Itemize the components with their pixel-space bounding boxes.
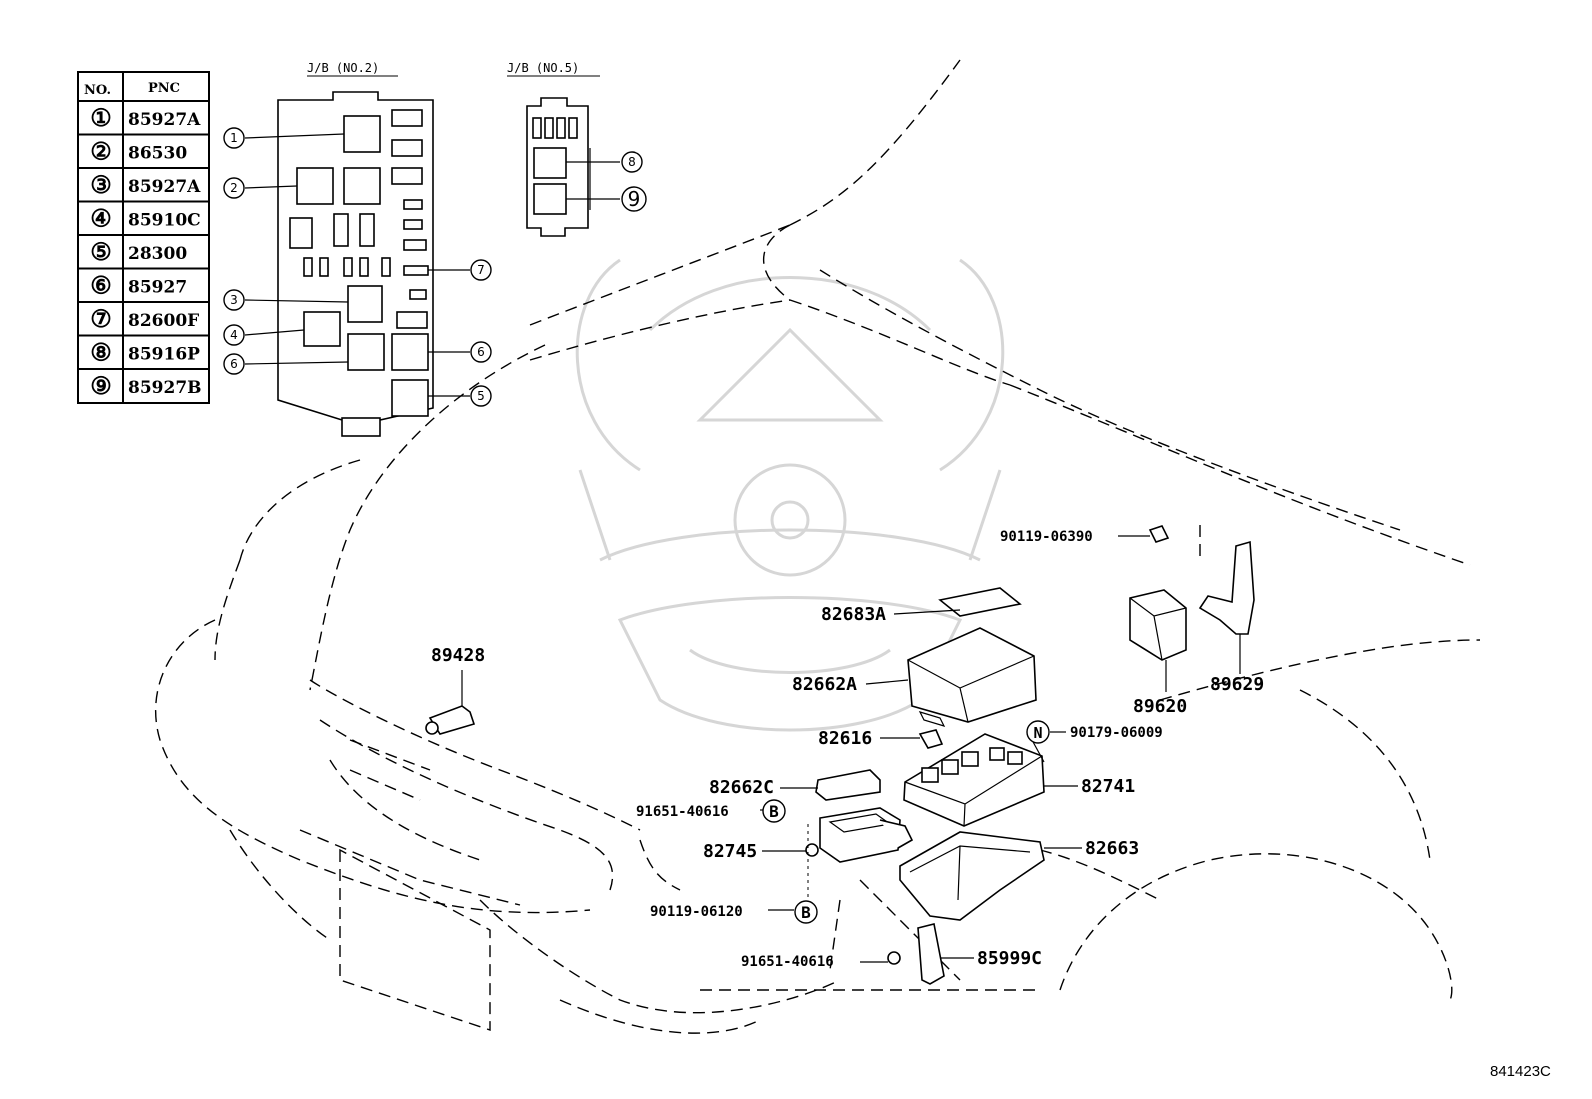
jb2-title: J/B (NO.2): [307, 61, 379, 75]
label-89620: 89620: [1133, 696, 1187, 717]
table-header-pnc: PNC: [148, 81, 180, 96]
table-row-no: ⑦: [90, 304, 112, 333]
legend-table: NO. PNC ① 85927A ② 86530 ③ 85927A ④ 85910C ⑤ 2830…: [77, 71, 210, 404]
part-85999C-bracket: [860, 923, 974, 985]
part-82662A-cover: [865, 627, 1037, 727]
callout-number: 5: [477, 389, 485, 403]
junction-block-5: J/B (NO.5): [507, 61, 620, 237]
table-row-no: ⑤: [90, 237, 112, 266]
junction-block-2: J/B (NO.2): [223, 61, 647, 437]
part-82662C-small-cover: [780, 769, 881, 801]
callout-number: 4: [230, 328, 238, 342]
table-row-no: ④: [90, 204, 112, 233]
label-85999C: 85999C: [977, 948, 1042, 969]
part-82683A-label-sheet: [893, 587, 1022, 617]
label-89428: 89428: [431, 645, 485, 666]
marker-b-top: B: [769, 802, 779, 821]
label-82662A: 82662A: [792, 674, 857, 695]
callout-number: 6: [230, 357, 238, 371]
callout-number: 3: [230, 293, 238, 307]
table-row-pnc: 85927B: [128, 378, 202, 398]
table-row-pnc: 85910C: [128, 211, 201, 231]
table-row-no: ⑥: [90, 271, 112, 300]
label-82662C: 82662C: [709, 777, 774, 798]
label-90119-06390: 90119-06390: [1000, 529, 1093, 545]
watermark-logo: [575, 258, 1005, 732]
marker-n: N: [1033, 724, 1042, 742]
table-row-no: ①: [90, 103, 112, 132]
label-91651-40616-a: 91651-40616: [636, 804, 729, 820]
callout-number: 7: [477, 263, 485, 277]
marker-b-bottom: B: [801, 903, 811, 922]
part-89629-bracket: [1198, 540, 1255, 674]
callout-number: 8: [628, 155, 636, 169]
callout-number: 2: [230, 181, 238, 195]
part-89428-sensor: [425, 670, 476, 735]
label-90119-06120: 90119-06120: [650, 904, 743, 920]
table-row-no: ⑧: [90, 338, 112, 367]
label-82741: 82741: [1081, 776, 1135, 797]
table-row-pnc: 85916P: [128, 345, 200, 365]
figure-code: 841423C: [1490, 1063, 1551, 1080]
part-89620-ecu: [1129, 589, 1187, 692]
table-row-pnc: 85927A: [128, 110, 201, 130]
callout-number: 1: [230, 131, 238, 145]
table-header-no: NO.: [84, 83, 111, 98]
label-82616: 82616: [818, 728, 872, 749]
label-82745: 82745: [703, 841, 757, 862]
callout-number: 9: [628, 187, 641, 211]
label-91651-40616-b: 91651-40616: [741, 954, 834, 970]
table-row-no: ⑨: [90, 371, 112, 400]
vehicle-outline: [155, 59, 1481, 1034]
table-row-no: ②: [90, 137, 112, 166]
label-82683A: 82683A: [821, 604, 886, 625]
part-82745-fuse-box: [762, 807, 914, 863]
bolt-90119-06390: [1118, 525, 1170, 543]
table-row-pnc: 86530: [128, 144, 187, 164]
table-row-no: ③: [90, 170, 112, 199]
label-90179-06009: 90179-06009: [1070, 725, 1163, 741]
callout-number: 6: [477, 345, 485, 359]
part-82616-clip: [880, 729, 944, 749]
part-82663-lower-case: [899, 831, 1082, 921]
label-82663: 82663: [1085, 838, 1139, 859]
part-82741-relay-block: [903, 733, 1078, 827]
table-row-pnc: 85927A: [128, 177, 201, 197]
table-row-pnc: 82600F: [128, 311, 199, 331]
table-row-pnc: 28300: [128, 244, 187, 264]
table-row-pnc: 85927: [128, 278, 187, 298]
jb5-title: J/B (NO.5): [507, 61, 579, 75]
label-89629: 89629: [1210, 674, 1264, 695]
